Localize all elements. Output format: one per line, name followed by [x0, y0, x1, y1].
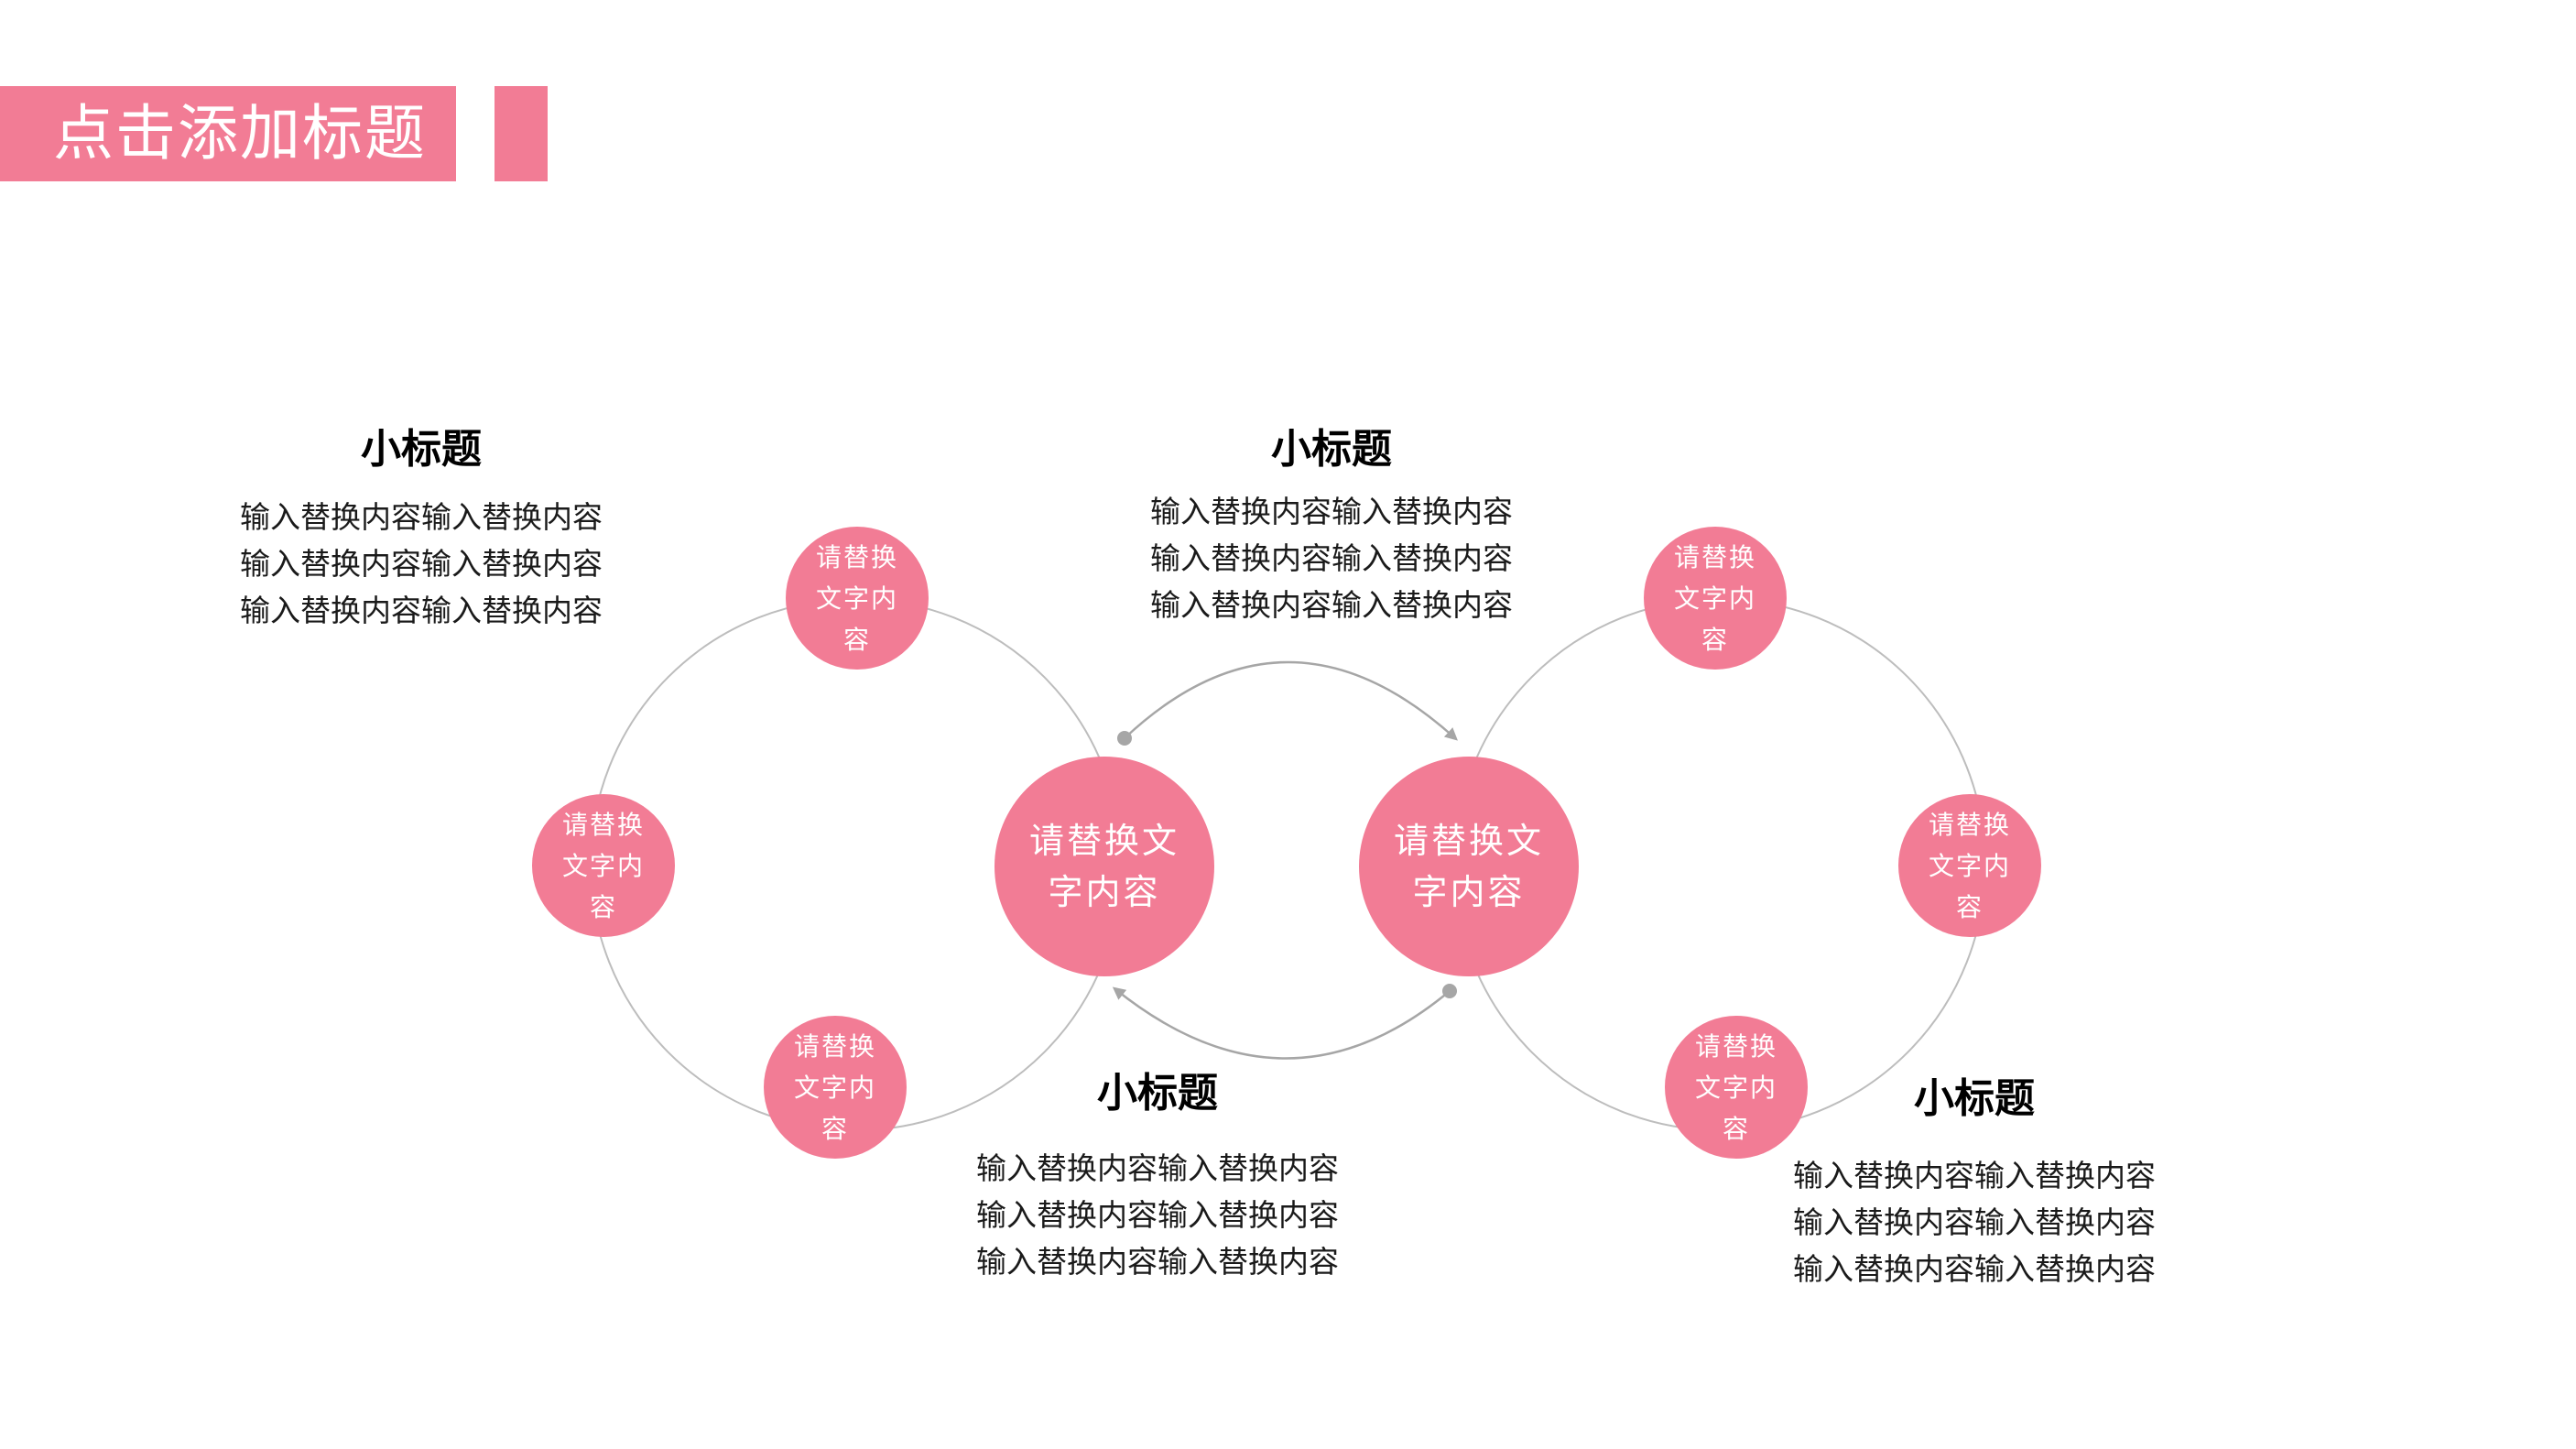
subtitle[interactable]: 小标题: [361, 426, 482, 473]
text-block-bottom-right: 小标题 输入替换内容输入替换内容 输入替换内容输入替换内容 输入替换内容输入替换…: [1736, 1072, 2212, 1292]
body-line[interactable]: 输入替换内容输入替换内容: [1793, 1251, 2156, 1287]
body-line[interactable]: 输入替换内容输入替换内容: [1150, 540, 1513, 576]
text-block-top-center: 小标题 输入替换内容输入替换内容 输入替换内容输入替换内容 输入替换内容输入替换…: [1093, 422, 1570, 628]
node-right-bottom[interactable]: 请替换文字内容: [1665, 1016, 1808, 1159]
body-line[interactable]: 输入替换内容输入替换内容: [1793, 1204, 2156, 1240]
title-bar: [0, 86, 456, 181]
node-left-mid[interactable]: 请替换文字内容: [532, 794, 675, 937]
node-center-left[interactable]: 请替换文字内容: [995, 757, 1214, 976]
bottom-arrow-dot: [1442, 984, 1457, 998]
subtitle[interactable]: 小标题: [1914, 1075, 2035, 1122]
top-arrow: [1124, 660, 1458, 741]
subtitle[interactable]: 小标题: [1097, 1070, 1218, 1117]
text-block-bottom-center: 小标题 输入替换内容输入替换内容 输入替换内容输入替换内容 输入替换内容输入替换…: [919, 1066, 1396, 1285]
node-left-top[interactable]: 请替换文字内容: [786, 527, 929, 670]
body-line[interactable]: 输入替换内容输入替换内容: [1150, 494, 1513, 529]
title-accent-block: [495, 86, 548, 181]
body-line[interactable]: 输入替换内容输入替换内容: [976, 1197, 1339, 1233]
body-line[interactable]: 输入替换内容输入替换内容: [976, 1244, 1339, 1280]
body-line[interactable]: 输入替换内容输入替换内容: [976, 1150, 1339, 1186]
node-left-bottom[interactable]: 请替换文字内容: [764, 1016, 907, 1159]
body-line[interactable]: 输入替换内容输入替换内容: [240, 546, 603, 582]
body-line[interactable]: 输入替换内容输入替换内容: [1150, 587, 1513, 623]
bottom-arrow: [1112, 986, 1451, 1060]
slide-title[interactable]: 点击添加标题: [53, 98, 427, 169]
top-arrow-dot: [1117, 731, 1132, 746]
body-line[interactable]: 输入替换内容输入替换内容: [1793, 1158, 2156, 1193]
subtitle[interactable]: 小标题: [1271, 426, 1392, 473]
node-center-right[interactable]: 请替换文字内容: [1359, 757, 1579, 976]
body-line[interactable]: 输入替换内容输入替换内容: [240, 499, 603, 535]
text-block-top-left: 小标题 输入替换内容输入替换内容 输入替换内容输入替换内容 输入替换内容输入替换…: [183, 422, 659, 634]
node-right-mid[interactable]: 请替换文字内容: [1898, 794, 2041, 937]
node-right-top[interactable]: 请替换文字内容: [1644, 527, 1787, 670]
body-line[interactable]: 输入替换内容输入替换内容: [240, 593, 603, 628]
